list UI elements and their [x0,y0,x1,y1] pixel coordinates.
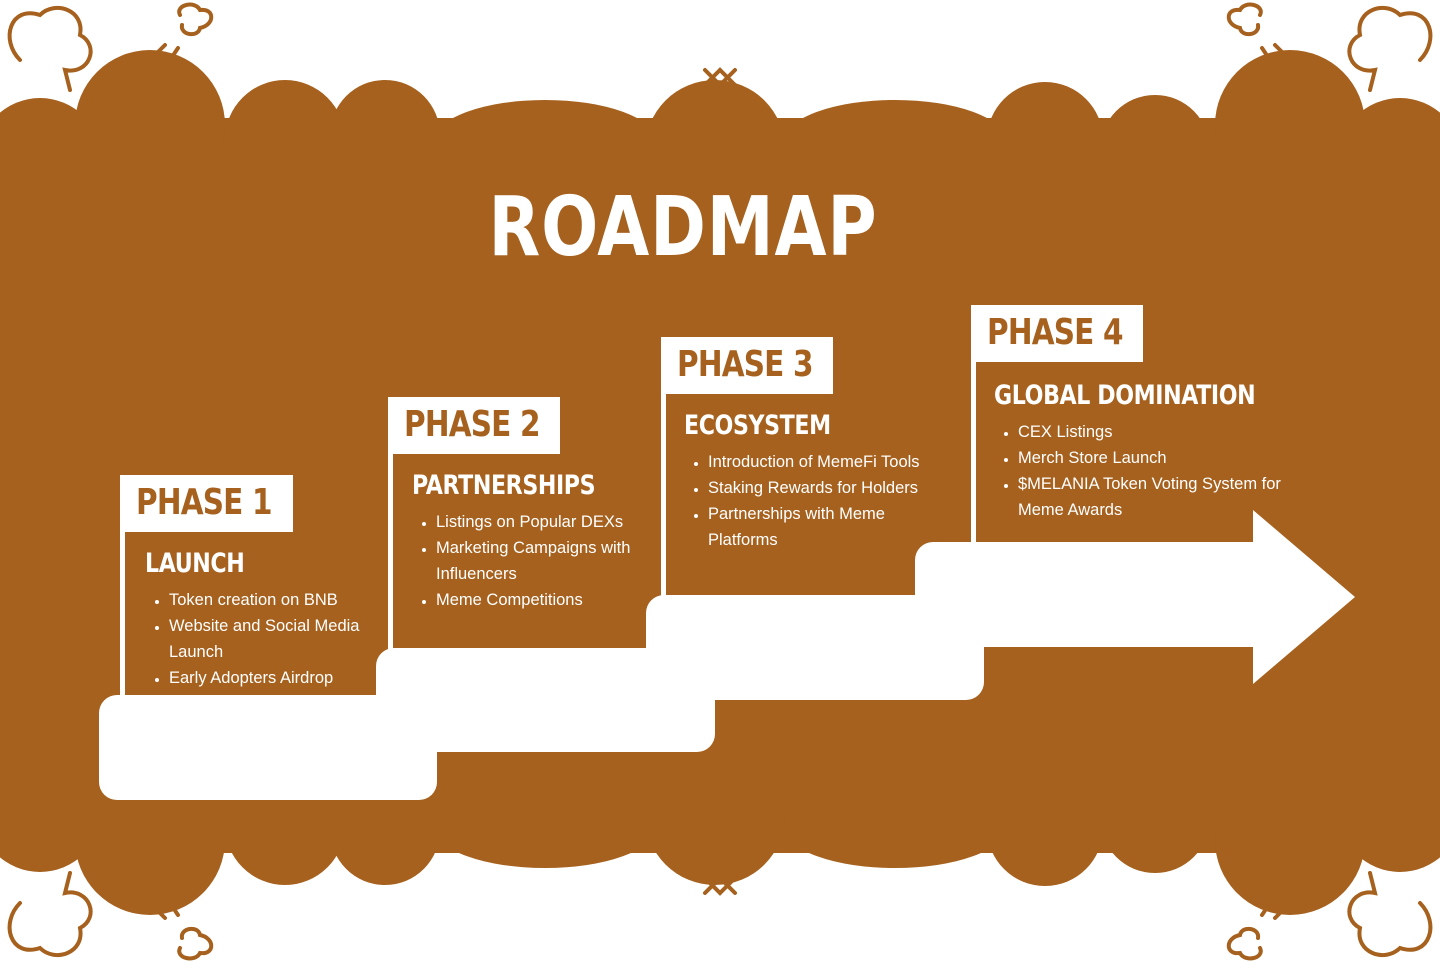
phase-3-flag-label: PHASE 3 [677,344,814,385]
list-item: Early Adopters Airdrop [169,665,399,691]
list-item: Merch Store Launch [1018,445,1288,471]
list-item: Meme Competitions [436,587,666,613]
phase-3-list: Introduction of MemeFi Tools Staking Rew… [684,449,948,553]
phase-2-list: Listings on Popular DEXs Marketing Campa… [412,509,666,613]
phase-1-list: Token creation on BNB Website and Social… [145,587,399,691]
list-item: Staking Rewards for Holders [708,475,948,501]
phase-2-title: PARTNERSHIPS [412,470,596,501]
list-item: Token creation on BNB [169,587,399,613]
phase-2-flag: PHASE 2 [388,397,560,454]
phase-1-title: LAUNCH [145,548,245,579]
phase-3-flag-pole [661,337,666,597]
phase-4-title: GLOBAL DOMINATION [994,380,1256,411]
list-item: Partnerships with Meme Platforms [708,501,948,553]
phase-4-flag-label: PHASE 4 [987,312,1124,353]
phase-1-flag: PHASE 1 [120,475,293,532]
page-title: ROADMAP [488,180,878,275]
list-item: CEX Listings [1018,419,1288,445]
list-item: Introduction of MemeFi Tools [708,449,948,475]
phase-4-list: CEX Listings Merch Store Launch $MELANIA… [994,419,1288,523]
phase-2-flag-label: PHASE 2 [404,404,541,445]
phase-3-title: ECOSYSTEM [684,410,831,441]
list-item: Website and Social Media Launch [169,613,399,665]
phase-4-flag: PHASE 4 [971,305,1143,362]
list-item: Listings on Popular DEXs [436,509,666,535]
phase-3-flag: PHASE 3 [661,337,833,394]
list-item: $MELANIA Token Voting System for Meme Aw… [1018,471,1288,523]
phase-4-flag-pole [971,305,976,545]
phase-1-flag-label: PHASE 1 [136,482,273,523]
list-item: Marketing Campaigns with Influencers [436,535,666,587]
phase-1-flag-pole [120,475,125,695]
phase-2-flag-pole [388,397,393,652]
